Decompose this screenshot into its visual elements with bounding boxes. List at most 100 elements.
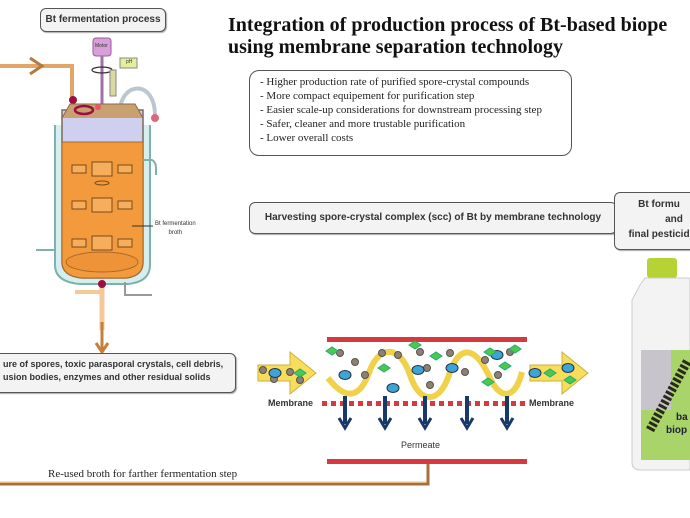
top-membrane-wall: [327, 337, 527, 342]
outlet-valve-icon: [98, 280, 106, 288]
debris-particle: [429, 351, 443, 361]
page-title: Integration of production process of Bt-…: [228, 14, 668, 58]
membrane-label-left: Membrane: [268, 398, 314, 408]
crystal-particle: [411, 365, 425, 375]
crystal-particle: [386, 383, 400, 393]
mixture-box: ure of spores, toxic parasporal crystals…: [0, 353, 236, 393]
membrane-pore: [349, 401, 354, 406]
crystal-particle: [338, 370, 352, 380]
down-arrow-icon: [94, 322, 110, 355]
benefit-item: - Higher production rate of purified spo…: [260, 76, 530, 88]
membrane-pore: [493, 401, 498, 406]
bottle-text-2: biop: [666, 425, 688, 436]
formulation-box: Bt formu and final pesticid: [614, 192, 690, 250]
membrane-pore: [322, 401, 327, 406]
debris-particle: [408, 340, 422, 350]
debris-particle: [377, 363, 391, 373]
benefit-item: - Easier scale-up considerations for dow…: [260, 104, 542, 116]
spore-particle: [426, 381, 434, 389]
membrane-pore: [430, 401, 435, 406]
drain-line: [124, 282, 152, 296]
ph-label: pH: [126, 59, 133, 65]
debris-particle: [563, 375, 577, 385]
spore-particle: [494, 371, 502, 379]
ph-sensor: [119, 57, 138, 69]
membrane-pore: [412, 401, 417, 406]
recycle-line: [0, 464, 430, 486]
spore-particle: [446, 349, 454, 357]
debris-particle: [293, 368, 307, 378]
spore-particle: [286, 368, 294, 376]
spore-particle: [378, 349, 386, 357]
retentate-arrow-icon: [529, 350, 589, 396]
membrane-pore: [376, 401, 381, 406]
membrane-pore: [520, 401, 525, 406]
jacket-outlet: [143, 159, 157, 175]
spore-particle: [461, 368, 469, 376]
fermenter-vessel: [54, 103, 151, 285]
permeate-arrowhead: [417, 417, 433, 431]
crystal-particle: [561, 363, 575, 373]
bottle-cap: [647, 258, 677, 278]
debris-particle: [498, 361, 512, 371]
spore-particle: [481, 356, 489, 364]
membrane-pore: [457, 401, 462, 406]
membrane-pore: [502, 401, 507, 406]
membrane-pore: [475, 401, 480, 406]
pesticide-bottle: [631, 258, 690, 471]
permeate-arrowhead: [499, 417, 515, 431]
inlet-pipe: [0, 56, 77, 104]
permeate-arrows: [337, 396, 515, 431]
recycle-label: Re-used broth for farther fermentation s…: [48, 468, 238, 480]
membrane-pore: [484, 401, 489, 406]
harvesting-box: Harvesting spore-crystal complex (scc) o…: [249, 202, 617, 234]
debris-particle: [508, 344, 522, 354]
crystal-particle: [445, 363, 459, 373]
membrane-pore: [358, 401, 363, 406]
spore-particle: [361, 371, 369, 379]
debris-particle: [543, 368, 557, 378]
broth-label: Bt fermentation broth: [155, 221, 196, 236]
ph-probe: [109, 69, 117, 97]
membrane-pore: [394, 401, 399, 406]
bottle-text-1: ba: [676, 412, 688, 423]
membrane-pore: [403, 401, 408, 406]
crystal-particle: [268, 368, 282, 378]
particles: [259, 340, 577, 393]
permeate-arrowhead: [337, 417, 353, 431]
gas-line: [118, 86, 157, 117]
membrane-pore: [448, 401, 453, 406]
benefit-item: - More compact equipement for purificati…: [260, 90, 475, 102]
gas-valve-icon: [151, 114, 159, 122]
membrane-pore: [511, 401, 516, 406]
bottom-membrane-wall: [327, 459, 527, 464]
spore-particle: [351, 358, 359, 366]
fermentation-process-label: Bt fermentation process: [45, 14, 161, 25]
spore-particle: [259, 366, 267, 374]
benefit-item: - Safer, cleaner and more trustable puri…: [260, 118, 466, 130]
benefits-box: - Higher production rate of purified spo…: [249, 70, 572, 156]
benefit-item: - Lower overall costs: [260, 132, 354, 144]
membrane-pore: [340, 401, 345, 406]
membrane-pore: [331, 401, 336, 406]
crystal-particle: [528, 368, 542, 378]
permeate-arrowhead: [377, 417, 393, 431]
debris-particle: [481, 377, 495, 387]
caterpillar: [646, 357, 690, 433]
spore-particle: [423, 364, 431, 372]
motor-label: Motor: [95, 43, 108, 49]
membrane-pore: [367, 401, 372, 406]
spore-particle: [416, 348, 424, 356]
membrane-pore: [439, 401, 444, 406]
permeate-arrowhead: [459, 417, 475, 431]
membrane-label-right: Membrane: [529, 398, 575, 408]
spore-particle: [394, 351, 402, 359]
membrane-pore: [385, 401, 390, 406]
debris-particle: [325, 346, 339, 356]
inlet-arrow-icon: [29, 56, 45, 76]
permeate-label: Permeate: [401, 440, 441, 450]
debris-particle: [483, 347, 497, 357]
inlet-valve-icon: [69, 96, 77, 104]
fermentation-process-box: Bt fermentation process: [40, 8, 166, 32]
